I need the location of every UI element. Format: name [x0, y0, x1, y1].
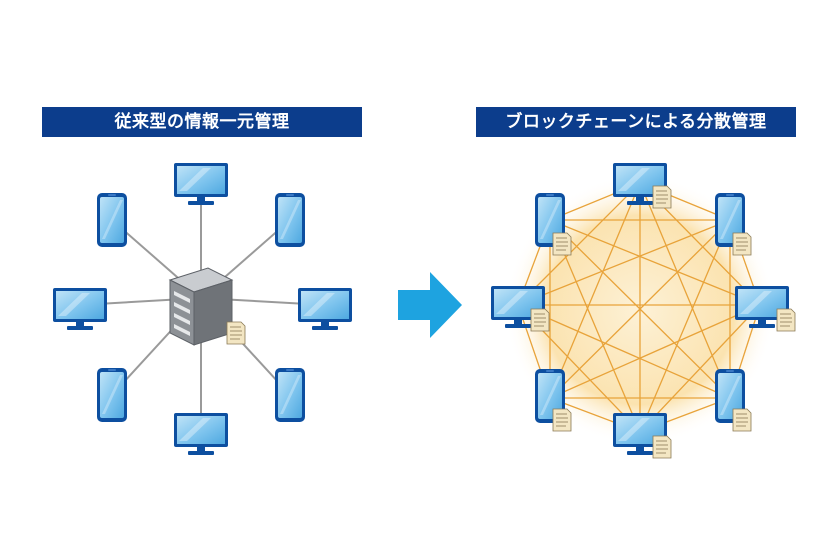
blockchain-title: ブロックチェーンによる分散管理 [476, 107, 796, 137]
server-icon [168, 267, 234, 346]
document-icon [776, 308, 796, 332]
smartphone-icon [97, 368, 127, 422]
document-icon [552, 408, 572, 432]
monitor-icon [53, 288, 107, 330]
document-icon [732, 232, 752, 256]
document-icon [732, 408, 752, 432]
smartphone-icon [97, 193, 127, 247]
right-arrow-icon [398, 272, 462, 338]
monitor-icon [174, 413, 228, 455]
centralized-diagram [53, 163, 352, 455]
blockchain-diagram [491, 163, 796, 459]
document-icon [226, 321, 246, 345]
monitor-icon [298, 288, 352, 330]
smartphone-icon [275, 193, 305, 247]
document-icon [552, 232, 572, 256]
document-icon [652, 435, 672, 459]
document-icon [530, 308, 550, 332]
document-icon [652, 185, 672, 209]
smartphone-icon [275, 368, 305, 422]
monitor-icon [174, 163, 228, 205]
centralized-title: 従来型の情報一元管理 [42, 107, 362, 137]
